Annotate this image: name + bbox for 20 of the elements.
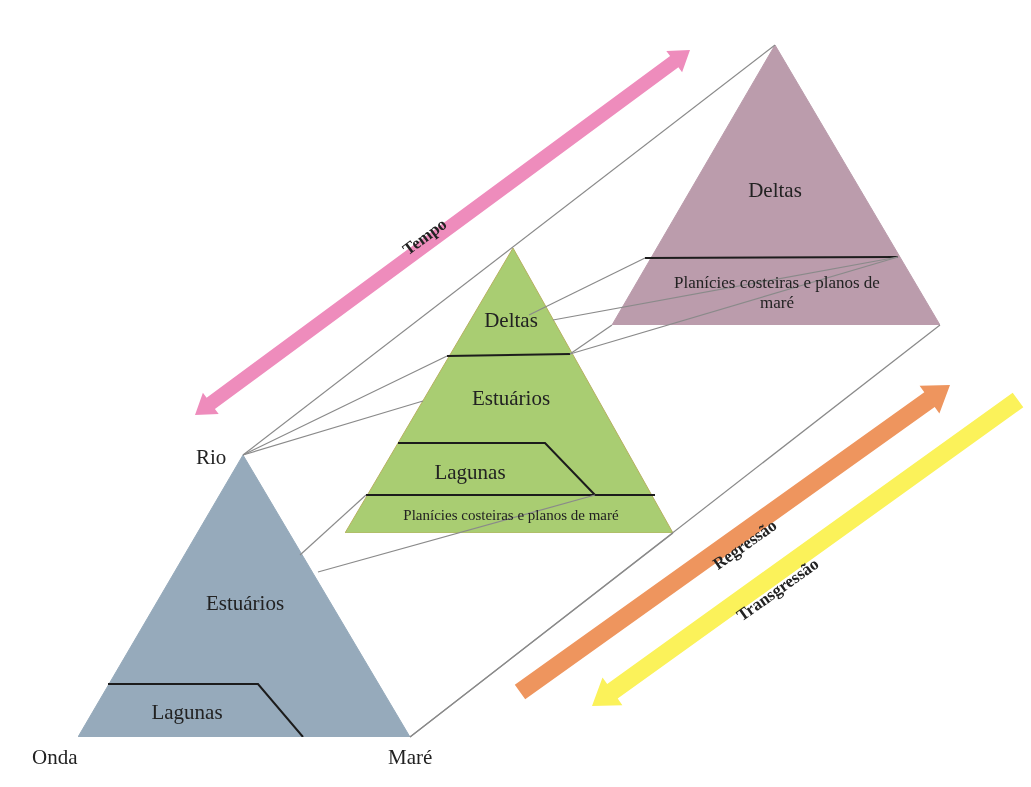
zone-label: Lagunas [151, 699, 223, 725]
zone-label: Planícies costeiras e planos de maré [403, 507, 619, 525]
corner-label: Maré [388, 745, 433, 770]
zone-label: Deltas [748, 177, 802, 203]
corner-label: Rio [196, 445, 227, 470]
zone-label: Lagunas [434, 459, 506, 485]
zone-label: Estuários [205, 590, 285, 616]
projection-line [552, 256, 899, 321]
projection-line [242, 355, 448, 456]
projection-line [528, 257, 646, 316]
zone-label: Planícies costeiras e planos de maré [673, 273, 881, 313]
zone-label: Estuários [471, 385, 551, 411]
projection-line [569, 324, 613, 355]
projection-line [242, 400, 424, 456]
projection-line [242, 44, 776, 456]
zone-label: Deltas [484, 307, 538, 333]
projection-line [409, 532, 674, 738]
projection-line [317, 494, 596, 573]
corner-label: Onda [32, 745, 78, 770]
projection-line [299, 494, 367, 556]
